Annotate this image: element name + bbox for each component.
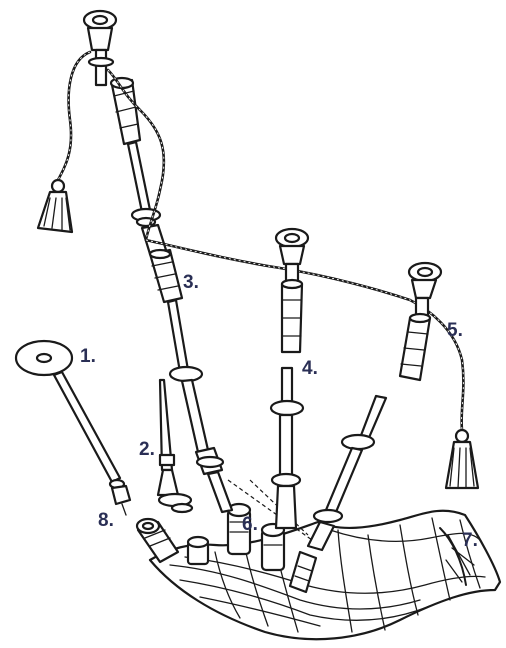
blowpipe: [16, 341, 130, 515]
bass-drone: [38, 11, 232, 512]
small-stock: [188, 537, 208, 564]
label-6: 6.: [242, 514, 258, 535]
label-3: 3.: [183, 272, 199, 293]
label-1: 1.: [80, 346, 96, 367]
label-7: 7.: [462, 530, 478, 551]
label-8: 8.: [98, 510, 114, 531]
tenor-drone-right: [308, 263, 478, 550]
blowpipe-stock: [137, 519, 178, 562]
label-4: 4.: [302, 358, 318, 379]
label-5: 5.: [447, 320, 463, 341]
label-2: 2.: [139, 439, 155, 460]
